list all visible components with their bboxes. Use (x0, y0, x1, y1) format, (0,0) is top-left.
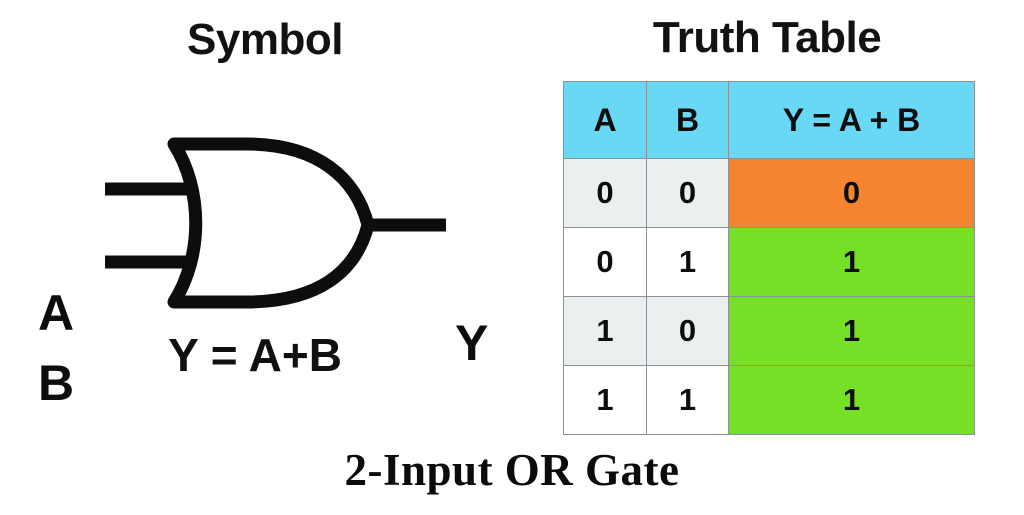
cell-a: 0 (563, 158, 647, 228)
cell-y: 1 (728, 227, 975, 297)
input-b-label: B (38, 355, 75, 411)
cell-y: 1 (728, 365, 975, 435)
boolean-equation: Y = A+B (168, 329, 342, 381)
input-a-label: A (38, 285, 75, 341)
column-header-b: B (646, 81, 729, 159)
cell-y: 0 (728, 158, 975, 228)
table-row: 1 0 1 (563, 296, 975, 366)
cell-b: 1 (646, 365, 729, 435)
cell-a: 1 (563, 365, 647, 435)
or-gate-symbol-diagram: A B Y (0, 120, 530, 408)
table-row: 0 0 0 (563, 158, 975, 228)
table-row: 0 1 1 (563, 227, 975, 297)
cell-b: 1 (646, 227, 729, 297)
cell-a: 0 (563, 227, 647, 297)
column-header-a: A (563, 81, 647, 159)
or-gate-body-shape (167, 137, 375, 309)
cell-b: 0 (646, 158, 729, 228)
cell-a: 1 (563, 296, 647, 366)
output-y-label: Y (455, 315, 489, 371)
symbol-section-heading: Symbol (187, 15, 343, 64)
table-row: 1 1 1 (563, 365, 975, 435)
column-header-y: Y = A + B (728, 81, 975, 159)
table-header-row: A B Y = A + B (563, 81, 975, 159)
or-gate-icon (105, 137, 446, 309)
figure-caption: 2-Input OR Gate (344, 445, 680, 495)
truth-table: A B Y = A + B 0 0 0 0 1 1 1 0 1 1 (563, 81, 975, 435)
cell-b: 0 (646, 296, 729, 366)
cell-y: 1 (728, 296, 975, 366)
truth-table-section-heading: Truth Table (652, 13, 882, 62)
